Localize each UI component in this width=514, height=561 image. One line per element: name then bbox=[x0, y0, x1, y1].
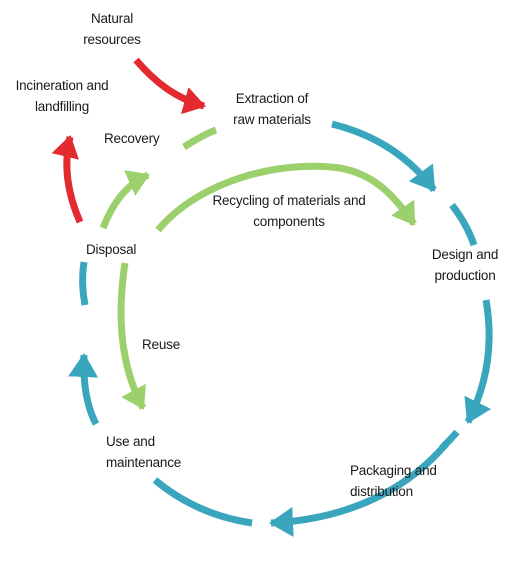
design-to-packaging-arrow bbox=[464, 299, 493, 424]
reuse-arrow bbox=[117, 262, 147, 410]
incineration-label: Incineration and landfilling bbox=[15, 78, 109, 114]
recovery-label: Recovery bbox=[104, 131, 160, 146]
recovery-segment bbox=[182, 126, 218, 150]
natural-resources-arrow bbox=[133, 57, 206, 115]
design-label: Design and production bbox=[431, 247, 499, 283]
recycling-label: Recycling of materials and components bbox=[212, 193, 366, 229]
extraction-to-design-arrow bbox=[331, 120, 437, 193]
blue-segment-packaging bbox=[439, 429, 460, 451]
blue-segment-disposal bbox=[79, 261, 89, 306]
reuse-label: Reuse bbox=[142, 337, 181, 352]
incineration-arrow bbox=[51, 135, 84, 224]
extraction-label: Extraction of raw materials bbox=[233, 91, 311, 127]
use-label: Use and maintenance bbox=[106, 434, 182, 470]
blue-segment-design bbox=[449, 202, 478, 247]
packaging-to-use-arrow bbox=[269, 441, 449, 537]
natural-resources-label: Natural resources bbox=[83, 11, 141, 47]
recovery-arrow bbox=[99, 170, 150, 230]
blue-segment-use bbox=[152, 477, 253, 527]
packaging-label: Packaging and distribution bbox=[350, 463, 437, 499]
disposal-label: Disposal bbox=[86, 242, 137, 257]
recycling-arrow bbox=[155, 162, 417, 233]
use-to-disposal-arrow bbox=[68, 353, 100, 426]
